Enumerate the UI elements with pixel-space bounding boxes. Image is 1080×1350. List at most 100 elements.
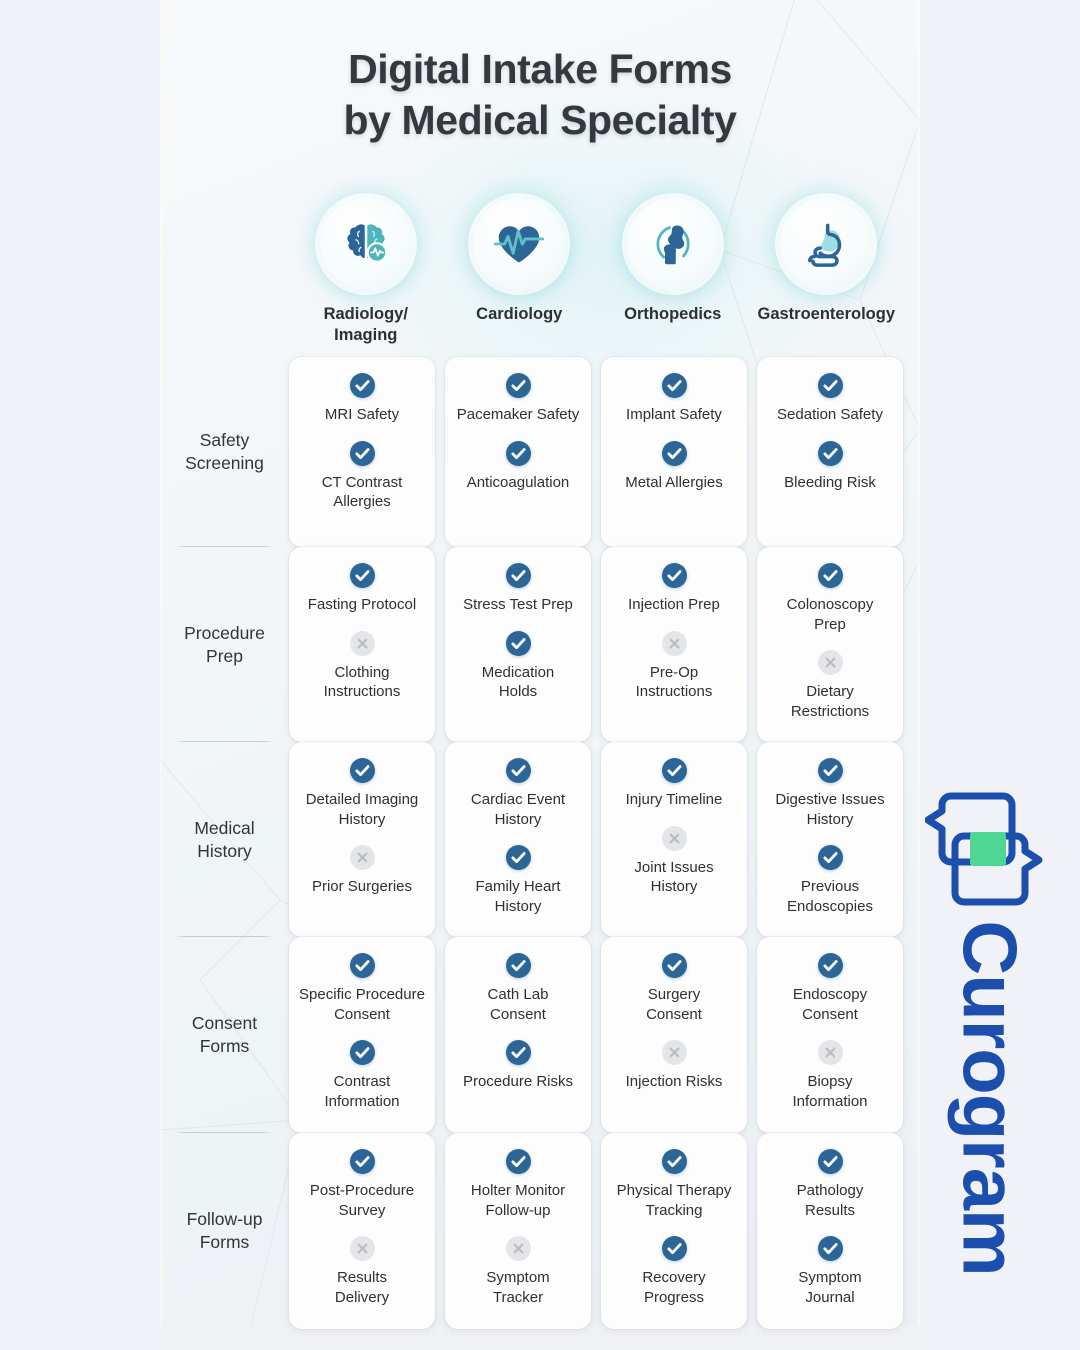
card-row: Detailed Imaging History Prior Surgeries…: [289, 742, 920, 937]
form-item: Implant Safety: [609, 373, 739, 425]
form-item-label: Injection Risks: [625, 1073, 723, 1090]
page-title-line-1: Digital Intake Forms: [348, 46, 732, 92]
form-card[interactable]: Specific Procedure Consent Contrast Info…: [289, 937, 435, 1133]
form-card[interactable]: Implant Safety Metal Allergies: [601, 357, 747, 547]
form-item-label: Detailed Imaging History: [305, 791, 419, 828]
form-item-label: Recovery Progress: [642, 1269, 706, 1306]
form-item-label: Bleeding Risk: [784, 473, 876, 491]
form-card[interactable]: Detailed Imaging History Prior Surgeries: [289, 742, 435, 937]
page-title: Digital Intake Forms by Medical Specialt…: [160, 44, 920, 146]
form-item-label: Fasting Protocol: [307, 596, 417, 613]
form-item: Injection Prep: [609, 563, 739, 615]
form-item: Recovery Progress: [609, 1236, 739, 1307]
form-item: Cardiac Event History: [453, 758, 583, 829]
form-item-label: Medication Holds: [481, 663, 555, 701]
form-item-label: Contrast Information: [324, 1073, 400, 1110]
form-item: Biopsy Information: [765, 1040, 895, 1111]
form-item: Metal Allergies: [609, 440, 739, 493]
form-item-label: Clothing Instructions: [323, 663, 401, 701]
category-label: Procedure Prep: [160, 547, 289, 742]
form-item: MRI Safety: [297, 373, 427, 425]
panel-right-edge: [916, 0, 920, 1350]
form-item: Detailed Imaging History: [297, 758, 427, 829]
category-row: Safety Screening MRI Safety CT Contrast …: [160, 357, 920, 547]
form-item: Physical Therapy Tracking: [609, 1149, 739, 1220]
form-card[interactable]: Sedation Safety Bleeding Risk: [757, 357, 903, 547]
form-item-label: Cath Lab Consent: [487, 986, 549, 1023]
check-icon: [505, 630, 531, 656]
row-divider: [174, 741, 275, 742]
cross-icon: [349, 630, 375, 656]
form-item-label: Injury Timeline: [625, 791, 723, 808]
category-row: Procedure Prep Fasting Protocol Clothing…: [160, 547, 920, 742]
form-card[interactable]: Injury Timeline Joint Issues History: [601, 742, 747, 937]
form-item: Prior Surgeries: [297, 845, 427, 897]
form-card[interactable]: Holter Monitor Follow-up Symptom Tracker: [445, 1133, 591, 1329]
check-icon: [817, 1236, 843, 1261]
form-item: Sedation Safety: [765, 373, 895, 425]
form-card[interactable]: Cardiac Event History Family Heart Histo…: [445, 742, 591, 937]
check-icon: [817, 758, 843, 783]
form-item: Joint Issues History: [609, 825, 739, 897]
form-card[interactable]: Colonoscopy Prep Dietary Restrictions: [757, 547, 903, 742]
check-icon: [817, 373, 843, 398]
category-row: Medical History Detailed Imaging History…: [160, 742, 920, 937]
form-item-label: Pacemaker Safety: [456, 406, 580, 423]
brain-icon: [339, 217, 393, 271]
form-card[interactable]: Fasting Protocol Clothing Instructions: [289, 547, 435, 742]
cross-icon: [661, 825, 687, 851]
form-item-label: Holter Monitor Follow-up: [470, 1182, 566, 1219]
knee-joint-icon: [646, 217, 700, 271]
form-item: Symptom Tracker: [453, 1236, 583, 1307]
form-item: Results Delivery: [297, 1236, 427, 1307]
specialty-icon-badge: [780, 198, 873, 290]
check-icon: [349, 1149, 375, 1174]
form-card[interactable]: Stress Test Prep Medication Holds: [445, 547, 591, 742]
form-item-label: Cardiac Event History: [470, 791, 566, 828]
form-item: Cath Lab Consent: [453, 953, 583, 1024]
form-card[interactable]: Digestive Issues History Previous Endosc…: [757, 742, 903, 937]
check-icon: [817, 1149, 843, 1174]
category-label-text: Procedure Prep: [184, 622, 265, 666]
stomach-intestine-icon: [799, 217, 853, 271]
form-item: Fasting Protocol: [297, 563, 427, 615]
form-card[interactable]: MRI Safety CT Contrast Allergies: [289, 357, 435, 547]
form-item-label: Joint Issues History: [634, 858, 714, 896]
category-label: Medical History: [160, 742, 289, 937]
form-item-label: Sedation Safety: [777, 406, 883, 423]
form-card[interactable]: Pacemaker Safety Anticoagulation: [445, 357, 591, 547]
form-item-label: Symptom Tracker: [486, 1269, 550, 1306]
form-item: Symptom Journal: [765, 1236, 895, 1307]
check-icon: [505, 563, 531, 588]
cross-icon: [817, 650, 843, 675]
specialty-column-header: Gastroenterology: [750, 198, 904, 346]
form-item: Procedure Risks: [453, 1040, 583, 1092]
form-item: Pacemaker Safety: [453, 373, 583, 425]
form-item: Specific Procedure Consent: [297, 953, 427, 1024]
check-icon: [661, 563, 687, 588]
comparison-grid: Safety Screening MRI Safety CT Contrast …: [160, 357, 920, 1329]
form-card[interactable]: Cath Lab Consent Procedure Risks: [445, 937, 591, 1133]
form-item: Colonoscopy Prep: [765, 563, 895, 634]
form-item-label: Surgery Consent: [646, 986, 702, 1023]
form-card[interactable]: Pathology Results Symptom Journal: [757, 1133, 903, 1329]
form-item: Anticoagulation: [453, 440, 583, 493]
check-icon: [349, 1040, 375, 1065]
form-card[interactable]: Injection Prep Pre-Op Instructions: [601, 547, 747, 742]
check-icon: [349, 373, 375, 398]
specialty-label: Orthopedics: [624, 305, 722, 323]
specialty-label: Radiology/ Imaging: [323, 305, 408, 344]
check-icon: [661, 440, 687, 466]
form-card[interactable]: Physical Therapy Tracking Recovery Progr…: [601, 1133, 747, 1329]
check-icon: [817, 563, 843, 588]
form-item: Contrast Information: [297, 1040, 427, 1111]
check-icon: [505, 440, 531, 466]
form-item-label: Specific Procedure Consent: [299, 986, 425, 1023]
form-card[interactable]: Surgery Consent Injection Risks: [601, 937, 747, 1133]
check-icon: [817, 953, 843, 978]
check-icon: [349, 563, 375, 588]
form-card[interactable]: Post-Procedure Survey Results Delivery: [289, 1133, 435, 1329]
form-card[interactable]: Endoscopy Consent Biopsy Information: [757, 937, 903, 1133]
form-item: Pre-Op Instructions: [609, 630, 739, 702]
check-icon: [817, 440, 843, 466]
